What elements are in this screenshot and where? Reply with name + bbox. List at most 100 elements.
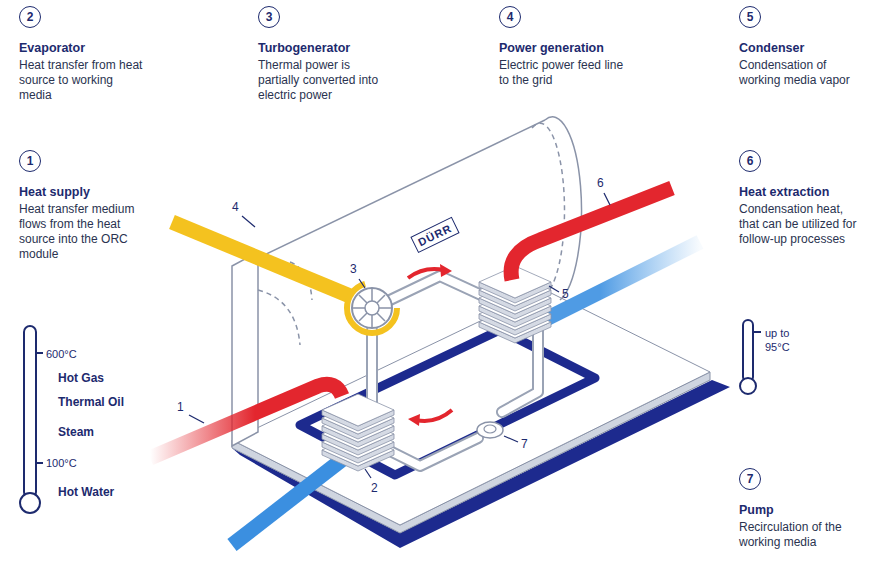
leader-lines [604, 193, 610, 205]
callout-circle: 2 [19, 6, 41, 28]
cold-outflow-band [232, 452, 352, 545]
callout-number: 4 [507, 10, 514, 24]
numbered-item: 6Heat extractionCondensation heat, that … [739, 150, 864, 247]
numbered-item: 4Power generationElectric power feed lin… [499, 6, 629, 88]
leader-lines [189, 415, 204, 423]
thermometer-left [36, 353, 43, 463]
pipes [392, 438, 478, 466]
thermometer-right [743, 320, 753, 382]
item-description: Condensation of working media vapor [739, 58, 864, 88]
callout-circle: 3 [258, 6, 280, 28]
numbered-item: 5CondenserCondensation of working media … [739, 6, 864, 88]
pump-symbol [484, 425, 496, 433]
thermometer-left [20, 493, 40, 513]
heat-bands [150, 188, 672, 458]
leader-lines [549, 286, 559, 292]
turbine-symbol [352, 288, 392, 328]
logo-text: DÜRR [410, 217, 459, 253]
callout-number: 5 [562, 287, 569, 301]
flow-arrows [416, 410, 452, 421]
housing [545, 117, 581, 300]
turbine-symbol [365, 301, 379, 315]
flow-arrows [408, 269, 444, 278]
pump-symbol [477, 422, 503, 438]
leader-lines [504, 436, 518, 442]
callout-number: 6 [747, 154, 754, 168]
callout-number: 2 [27, 10, 34, 24]
callout-number: 3 [350, 262, 357, 276]
callout-circle: 1 [19, 150, 41, 172]
temperature-label: up to 95°C [765, 326, 805, 354]
power-band [172, 222, 350, 296]
item-description: Heat transfer medium flows from the heat… [19, 202, 151, 262]
cooling-inflow-band [540, 242, 700, 322]
callout-circle: 6 [739, 150, 761, 172]
callout-number: 3 [266, 10, 273, 24]
item-heading: Power generation [499, 40, 629, 56]
thermometer-right [740, 320, 761, 394]
heat-bands [511, 188, 672, 280]
item-heading: Heat supply [19, 184, 151, 200]
temperature-label: 600°C [46, 347, 77, 361]
item-description: Heat transfer from heat source to workin… [19, 58, 144, 103]
item-heading: Heat extraction [739, 184, 864, 200]
power-band [172, 222, 350, 296]
callout-number: 7 [521, 437, 528, 451]
numbered-item: 7PumpRecirculation of the working media [739, 468, 864, 550]
cold-outflow-band [232, 452, 352, 545]
item-description: Electric power feed line to the grid [499, 58, 629, 88]
turbine-symbol [347, 283, 397, 333]
pipes [390, 276, 492, 300]
pipes [392, 438, 478, 466]
flow-arrows [408, 264, 452, 426]
thermometer-right [753, 331, 761, 333]
leader-lines [189, 193, 610, 478]
item-description: Thermal power is partially converted int… [258, 58, 383, 103]
leader-lines [365, 469, 371, 478]
numbered-item: 1Heat supplyHeat transfer medium flows f… [19, 150, 151, 262]
numbered-item: 2EvaporatorHeat transfer from heat sourc… [19, 6, 144, 103]
cooling-inflow-band [540, 242, 700, 322]
frame-loop [300, 330, 595, 475]
heat-bands [150, 384, 342, 458]
frame-loop [300, 330, 595, 475]
callout-circle: 7 [739, 468, 761, 490]
callout-number: 7 [747, 472, 754, 486]
callout-number: 4 [232, 200, 239, 214]
numbered-item: 3TurbogeneratorThermal power is partiall… [258, 6, 383, 103]
evaporator-stack [322, 394, 394, 471]
flow-arrows [440, 264, 452, 277]
turbine-symbol [353, 289, 391, 327]
thermometer-left [20, 326, 43, 513]
thermometer-left [24, 326, 36, 498]
item-description: Recirculation of the working media [739, 520, 864, 550]
callout-number: 6 [597, 176, 604, 190]
medium-label: Steam [58, 425, 94, 439]
housing [532, 123, 564, 292]
evaporator-stack [322, 394, 394, 431]
thermometer-right [740, 378, 756, 394]
pipes [390, 276, 492, 300]
leader-lines [359, 279, 365, 288]
item-heading: Turbogenerator [258, 40, 383, 56]
callout-circle: 4 [499, 6, 521, 28]
medium-label: Hot Gas [58, 371, 104, 385]
callout-number: 2 [371, 481, 378, 495]
base-plate [232, 290, 730, 548]
pipes [366, 330, 378, 405]
pipes [368, 330, 376, 405]
item-heading: Pump [739, 502, 864, 518]
callout-circle: 5 [739, 6, 761, 28]
callout-number: 5 [747, 10, 754, 24]
flow-arrows [408, 414, 420, 426]
item-description: Condensation heat, that can be utilized … [739, 202, 864, 247]
item-heading: Condenser [739, 40, 864, 56]
pump-symbol [477, 422, 503, 438]
temperature-label: 100°C [46, 456, 77, 470]
medium-label: Thermal Oil [58, 395, 124, 409]
housing [258, 120, 545, 258]
turbine-symbol [347, 283, 397, 333]
medium-label: Hot Water [58, 485, 114, 499]
callout-number: 1 [27, 154, 34, 168]
